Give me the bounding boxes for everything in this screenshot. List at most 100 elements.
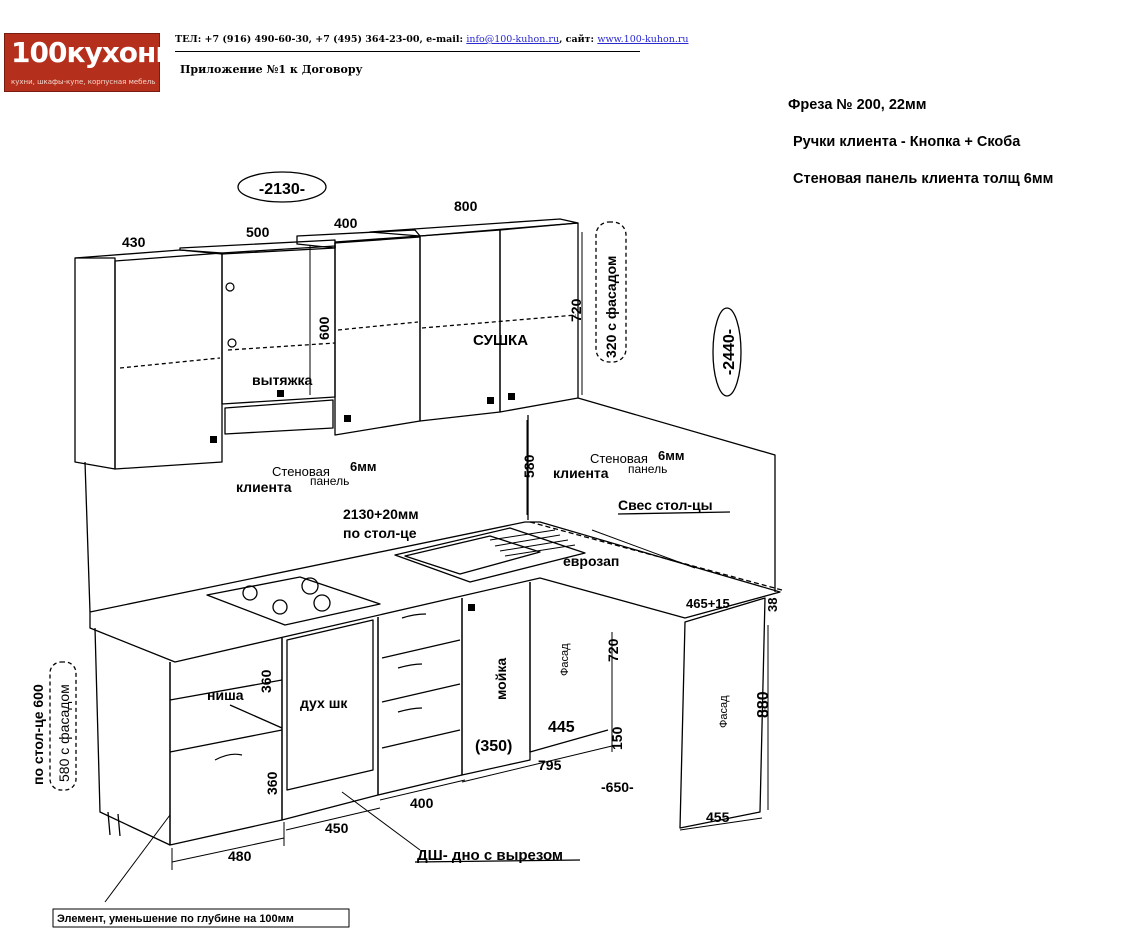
worktop [89,521,783,663]
cabinet-legs [107,811,121,837]
site-link[interactable]: www.100-kuhon.ru [597,34,689,45]
base-cabinets [94,582,766,846]
dim-oval-2130 [237,171,327,203]
dim-580-facade: 580 с фасадом [56,684,72,782]
cabinet-400-door [334,236,421,436]
burner [272,599,288,615]
handles [210,390,515,611]
overhang-line [529,521,783,591]
niche-top [169,679,283,701]
contacts-line: ТЕЛ: +7 (916) 490-60-30, +7 (495) 364-23… [175,34,689,45]
worktop-surface [89,521,781,663]
note-wall-panel: Стеновая панель клиента толщ 6мм [793,171,1054,187]
dim-500: 500 [246,224,270,240]
dim-350: (350) [475,738,512,755]
label-hood: вытяжка [252,372,313,388]
base-left-side [94,627,171,846]
leader-overhang [591,529,696,569]
wall-cabinets [74,218,579,470]
handle [210,436,217,443]
dim-line-450 [285,807,381,831]
burner [242,585,258,601]
site-prefix: , сайт: [559,34,595,45]
dim-line-455 [679,817,763,831]
dim-480: 480 [228,848,252,864]
handle [508,393,515,400]
dim-line-400 [379,779,466,801]
wall-panel-b-owner: клиента [553,465,609,481]
handle [468,604,475,611]
dryer-door-right [499,222,579,413]
hob [206,576,381,626]
element-note-box [52,908,350,928]
worktop-length: 2130+20мм [343,506,419,522]
oven-opening [286,619,374,791]
leader-dishwasher [341,791,421,851]
dim-720-base: 720 [605,638,621,662]
note-mill: Фреза № 200, 22мм [788,97,927,113]
dim-table-600: по стол-це 600 [30,684,46,785]
worktop-length-note: по стол-це [343,525,417,541]
label-oven: дух шк [300,695,348,711]
dim-360-b: 360 [264,771,280,795]
hinge-icon [225,282,235,292]
dim-38: 38 [765,598,780,612]
dim-795: 795 [538,757,562,773]
wall-panel-b-word1: Стеновая [590,451,648,466]
appendix-title: Приложение №1 к Договору [180,63,363,76]
label-eurozap: еврозап [563,553,619,569]
overhang-underline [617,511,731,515]
shelf-line [119,357,221,369]
dim-800: 800 [454,198,478,214]
dim-oval-580 [49,661,77,791]
logo-text: 100кухонь [11,36,173,69]
logo-tagline: кухни, шкафы-купе, корпусная мебель [11,78,156,86]
wall-panel-a-owner: клиента [236,479,292,495]
dim-320-facade: 320 с фасадом [603,256,619,358]
contacts-phones: ТЕЛ: +7 (916) 490-60-30, +7 (495) 364-23… [175,34,463,45]
dim-400-base: 400 [410,795,434,811]
dim-400-top: 400 [334,215,358,231]
leader-element [104,814,171,903]
label-facade-corner: Фасад [559,643,571,676]
note-handles: Ручки клиента - Кнопка + Скоба [793,134,1021,150]
email-link[interactable]: info@100-kuhon.ru [466,34,560,45]
dim-oval-320 [595,221,627,363]
wall-panel-a-word1: Стеновая [272,464,330,479]
burner [313,594,331,612]
sink-bowl [404,535,541,575]
wall-panel-b-thickness: 6мм [658,448,684,463]
wall-panel-a-word2: панель [310,474,349,488]
dryer-cabinet-top [369,218,579,237]
sink [394,527,586,583]
dim-oval-2440 [712,307,742,397]
dim-line-795 [461,745,613,783]
hood-cabinet-top [179,239,336,255]
label-dryer: СУШКА [473,332,528,349]
dim-445: 445 [548,719,575,736]
side-facade-880 [679,597,766,829]
drawer-cabinet [377,598,463,796]
label-sink: мойка [493,658,509,700]
dryer-door-left [419,229,501,422]
oven-cabinet [281,617,379,821]
wall-left-edge [84,461,91,613]
dim-720-top: 720 [568,298,584,322]
dimension-lines [104,232,769,903]
wall-cabinet-430-side [74,257,116,470]
label-niche: ниша [207,687,244,703]
dim-360-a: 360 [258,669,274,693]
header-divider [175,51,640,52]
label-dishwasher: ДШ- дно с вырезом [417,847,563,864]
wall-cabinet-430-door [114,252,223,470]
wall-panel-a-thickness: 6мм [350,459,376,474]
dim-430: 430 [122,234,146,250]
drawer-divider [381,639,461,749]
handle [344,415,351,422]
dim-total-height: -2440- [721,329,738,375]
dim-line-480 [171,822,285,870]
niche-diag [229,704,283,729]
dim-650: -650- [601,779,634,795]
burner [301,577,319,595]
